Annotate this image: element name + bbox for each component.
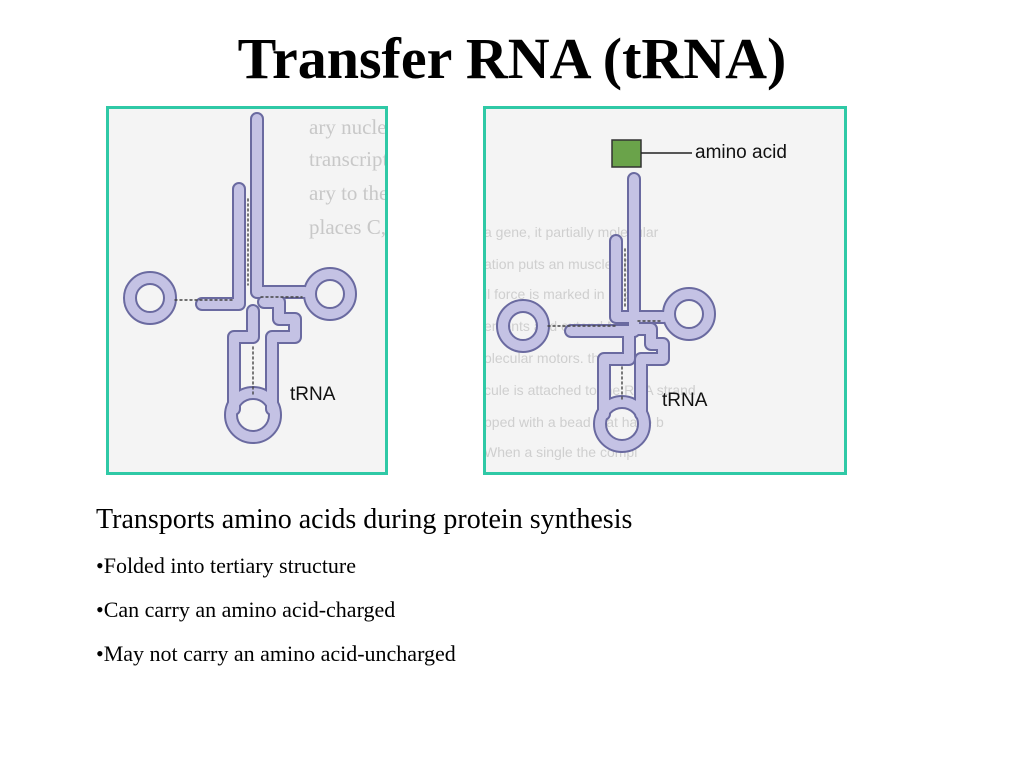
trna-figure-right: a gene, it partially molecular ation put… (483, 106, 847, 475)
bullet-item: •Can carry an amino acid-charged (96, 596, 396, 622)
bullet-item: •Folded into tertiary structure (96, 552, 357, 578)
trna-figure-left: ary nucleotides—A transcription, the se … (106, 106, 388, 475)
ghost-text-line: places C, while CT G (309, 215, 386, 239)
ghost-text-line: ation puts an muscles (s (484, 256, 635, 272)
ghost-text-line: pped with a bead that have b (484, 414, 664, 430)
amino-acid-block (611, 139, 642, 168)
amino-acid-label: amino acid (695, 142, 787, 163)
ghost-text-line: il force is marked in addit (484, 286, 639, 302)
body-heading: Transports amino acids during protein sy… (96, 504, 633, 535)
ghost-text-line: When a single the compl (484, 444, 638, 460)
bullet-item: •May not carry an amino acid-uncharged (96, 641, 456, 667)
trna-charged-diagram (496, 139, 716, 453)
slide-body: Transports amino acids during protein sy… (96, 504, 633, 686)
slide-title: Transfer RNA (tRNA) (237, 26, 787, 91)
ghost-text-line: ary nucleotides—A (309, 115, 387, 139)
trna-label: tRNA (290, 384, 336, 405)
trna-cloverleaf-diagram (123, 112, 357, 444)
ghost-text-line: ary to the sequence (309, 181, 388, 205)
trna-label: tRNA (662, 390, 708, 411)
ghost-text-line: transcription, the se (309, 147, 388, 171)
